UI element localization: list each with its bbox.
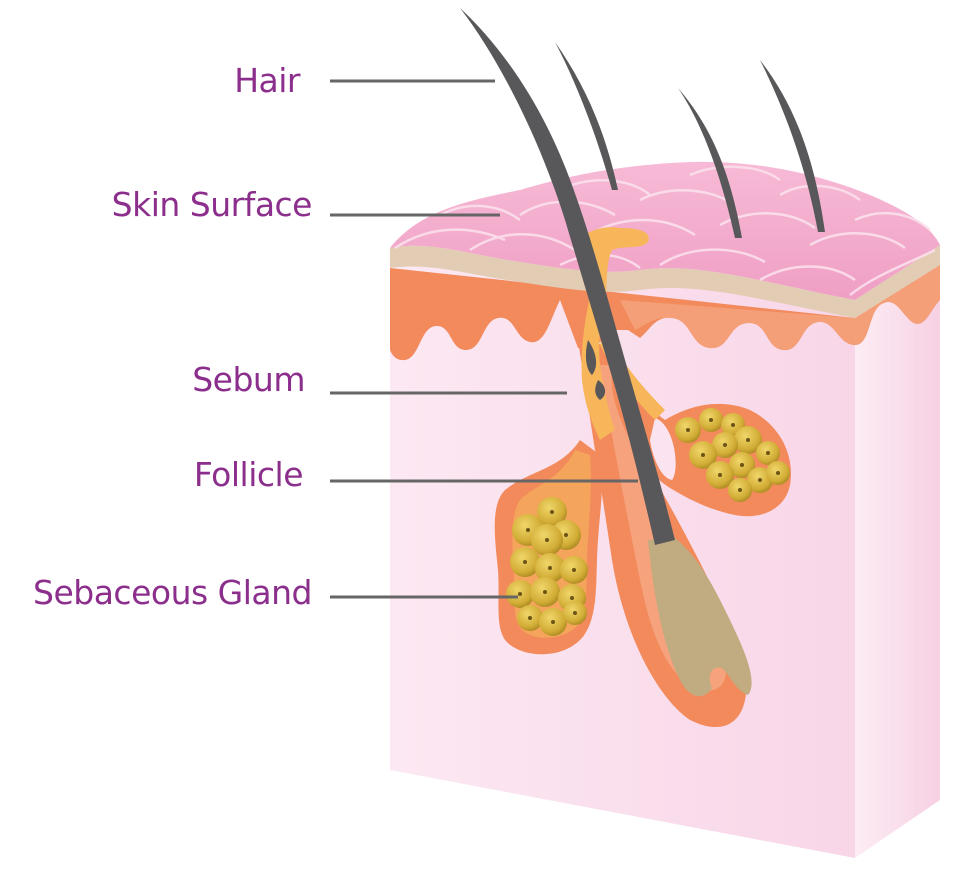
label-sebaceous-gland: Sebaceous Gland — [33, 573, 312, 612]
label-sebum: Sebum — [192, 360, 305, 399]
skin-surface — [390, 161, 940, 300]
sebaceous-gland-right — [611, 370, 791, 517]
gland-cells-left — [506, 497, 588, 636]
label-hair: Hair — [234, 61, 300, 100]
gland-cells-right — [675, 408, 790, 502]
sebaceous-gland-left — [494, 440, 603, 655]
hair-sebum-overlap — [585, 340, 606, 400]
main-hair-shaft — [460, 8, 675, 545]
epidermis-layer — [390, 245, 940, 318]
small-hairs — [555, 42, 825, 238]
label-follicle: Follicle — [193, 455, 304, 494]
hair-bulb — [648, 538, 752, 697]
label-skin-surface: Skin Surface — [111, 185, 313, 224]
leader-lines — [330, 79, 638, 599]
